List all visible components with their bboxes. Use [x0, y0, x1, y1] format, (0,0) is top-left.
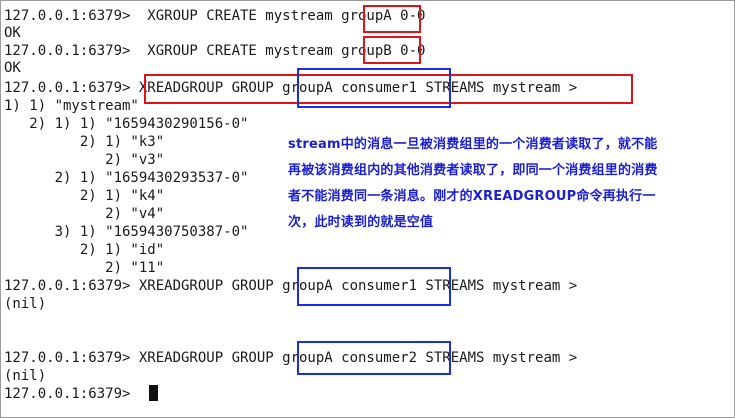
terminal-line: 127.0.0.1:6379> XGROUP CREATE mystream g… — [4, 43, 426, 59]
highlight-box-groupA — [363, 5, 421, 33]
terminal-line: 2) 1) "k4" — [4, 188, 165, 204]
terminal-line: 2) 1) 1) "1659430290156-0" — [4, 116, 249, 132]
terminal-line: 127.0.0.1:6379> XGROUP CREATE mystream g… — [4, 8, 426, 24]
terminal-line: (nil) — [4, 296, 47, 312]
terminal-cursor — [149, 385, 158, 401]
terminal-line: (nil) — [4, 368, 47, 384]
terminal-line: 2) 1) "1659430293537-0" — [4, 170, 249, 186]
terminal-line: 2) "v3" — [4, 152, 165, 168]
terminal-line: 3) 1) "1659430750387-0" — [4, 224, 249, 240]
terminal-line: 127.0.0.1:6379> XREADGROUP GROUP groupA … — [4, 80, 578, 96]
annotation-line: 再被该消费组内的其他消费者读取了，即同一个消费组里的消费 — [288, 163, 658, 178]
terminal-line: 2) 1) "k3" — [4, 134, 165, 150]
terminal-line: 2) 1) "id" — [4, 242, 165, 258]
highlight-box-consumer1-first — [297, 68, 451, 108]
annotation-line: 次，此时读到的就是空值 — [288, 215, 434, 230]
terminal-line: 127.0.0.1:6379> XREADGROUP GROUP groupA … — [4, 278, 578, 294]
terminal-line: 2) "v4" — [4, 206, 165, 222]
annotation-note: stream中的消息一旦被消费组里的一个消费者读取了，就不能 再被该消费组内的其… — [288, 132, 708, 236]
highlight-box-consumer1-second — [297, 267, 451, 306]
annotation-line: stream中的消息一旦被消费组里的一个消费者读取了，就不能 — [288, 137, 658, 152]
highlight-box-consumer2 — [297, 341, 451, 375]
highlight-box-xreadgroup-command — [144, 74, 633, 104]
terminal-line: 1) 1) "mystream" — [4, 98, 139, 114]
terminal-line: 127.0.0.1:6379> — [4, 386, 139, 402]
annotation-line: 者不能消费同一条消息。刚才的XREADGROUP命令再执行一 — [288, 189, 656, 204]
highlight-box-groupB — [363, 36, 421, 64]
terminal-line: 127.0.0.1:6379> XREADGROUP GROUP groupA … — [4, 350, 578, 366]
terminal-line: OK — [4, 60, 21, 76]
terminal-line: 2) "11" — [4, 260, 165, 276]
terminal-line: OK — [4, 25, 21, 41]
